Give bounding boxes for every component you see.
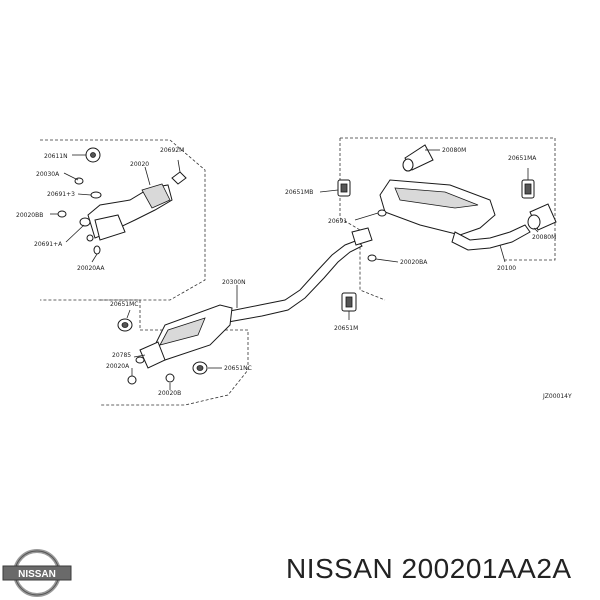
part-caption: NISSAN 200201AA2A [286, 553, 572, 585]
label-20030a: 20030A [36, 171, 60, 178]
caption-part-number: 200201AA2A [401, 553, 572, 584]
label-20020b: 20020B [158, 390, 181, 397]
caption-brand: NISSAN [286, 553, 394, 584]
label-20080m-right: 20080M [532, 234, 556, 241]
label-20100: 20100 [497, 265, 516, 272]
label-20020aa: 20020AA [77, 265, 105, 272]
label-20691-3: 20691+3 [47, 191, 75, 198]
nissan-logo: NISSAN [2, 549, 72, 597]
label-20651m: 20651M [334, 325, 358, 332]
diagram-code: JZ00014Y [542, 393, 572, 400]
label-20651mc: 20651MC [110, 301, 138, 308]
nissan-logo-text: NISSAN [18, 569, 56, 580]
label-20651ma: 20651MA [508, 155, 537, 162]
label-20785: 20785 [112, 352, 131, 359]
rear-assembly [319, 137, 557, 320]
label-20692m: 20692M [160, 147, 184, 154]
center-assembly [100, 239, 363, 406]
label-20020ba: 20020BA [400, 259, 428, 266]
label-20020bb: 20020BB [16, 212, 43, 219]
label-20080m: 20080M [442, 147, 466, 154]
front-assembly [40, 139, 206, 301]
label-20300n: 20300N [222, 279, 246, 286]
label-20651mb: 20651MB [285, 189, 313, 196]
label-20611n: 20611N [44, 153, 68, 160]
label-20020: 20020 [130, 161, 149, 168]
label-20020a: 20020A [106, 363, 130, 370]
label-20691-a: 20691+A [34, 241, 63, 248]
label-20691: 20691 [328, 218, 347, 225]
label-20651nc: 20651NC [224, 365, 252, 372]
